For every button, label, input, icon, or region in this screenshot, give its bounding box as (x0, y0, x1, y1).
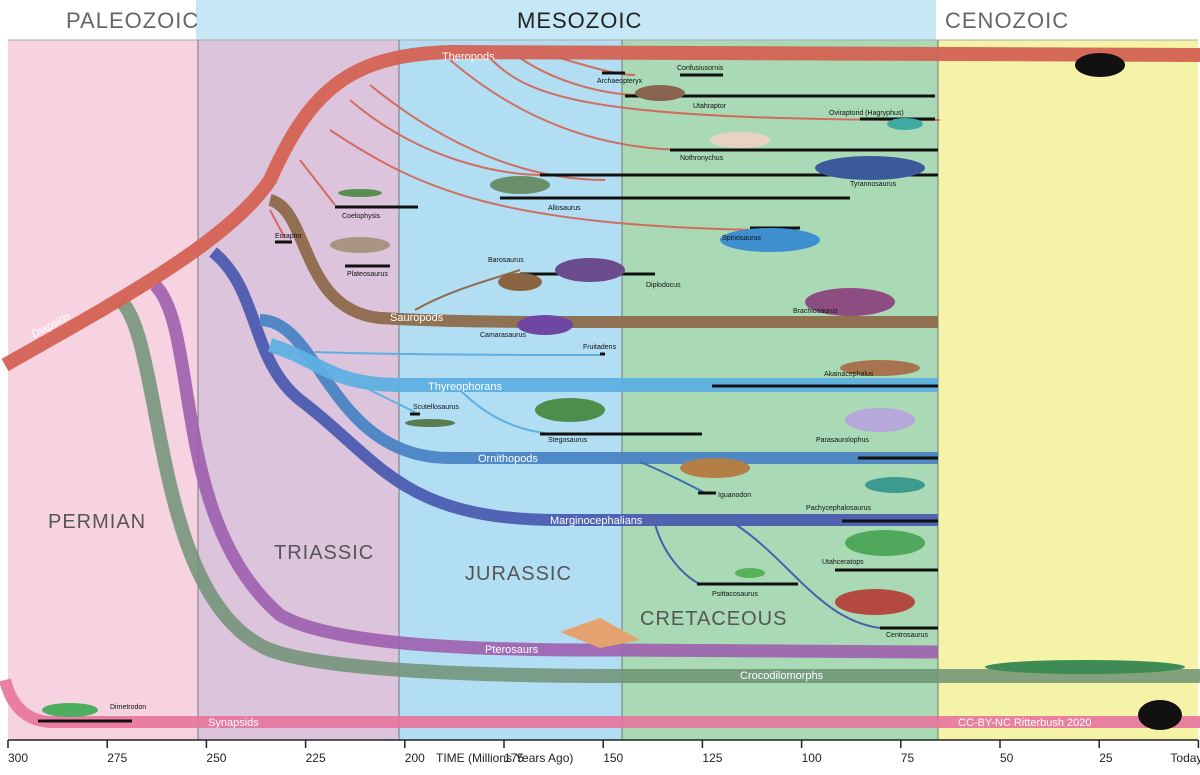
period-permian: PERMIAN (48, 511, 146, 533)
mesozoic-header-band (196, 0, 936, 40)
utahceratops-figure (845, 530, 925, 556)
species-brachiosaurus: Brachiosaurus (793, 308, 838, 315)
nothronychus-figure (710, 132, 770, 148)
period-jurassic: JURASSIC (465, 563, 572, 585)
axis-tick-label: 300 (8, 751, 28, 765)
species-pachycephalosaurus: Pachycephalosaurus (806, 505, 871, 512)
species-centrosaurus: Centrosaurus (886, 632, 929, 639)
era-mesozoic: MESOZOIC (517, 8, 642, 33)
species-psittacosaurus: Psittacosaurus (712, 591, 758, 598)
species-utahceratops: Utahceratops (822, 559, 864, 566)
axis-tick-label: 50 (1000, 751, 1014, 765)
species-confusiusornis: Confusiusornis (677, 65, 724, 72)
coelophysis-figure (338, 189, 382, 197)
label-crocodilomorphs: Crocodilomorphs (740, 670, 824, 682)
era-paleozoic: PALEOZOIC (66, 8, 199, 33)
label-synapsids: Synapsids (208, 717, 259, 729)
cenozoic-band (938, 40, 1198, 740)
crocodilomorphs-branch (114, 294, 1200, 683)
species-oviraptorid: Oviraptorid (Hagryphus) (829, 110, 904, 117)
dimetrodon-figure (42, 703, 98, 717)
period-triassic: TRIASSIC (274, 542, 374, 564)
label-sauropods: Sauropods (390, 312, 444, 324)
permian-band (8, 40, 198, 740)
label-pterosaurs: Pterosaurs (485, 644, 539, 656)
species-spinosaurus: Spinosaurus (722, 235, 761, 242)
species-dimetrodon: Dimetrodon (110, 704, 146, 711)
species-utahraptor: Utahraptor (693, 103, 727, 110)
species-barosaurus: Barosaurus (488, 257, 524, 264)
thyreophorans-branch (267, 338, 938, 392)
species-camarasaurus: Camarasaurus (480, 332, 526, 339)
axis-tick-label: 25 (1099, 751, 1113, 765)
brachiosaurus-figure (805, 288, 895, 316)
species-eoraptor: Eoraptor (275, 233, 303, 240)
magpie-figure (1075, 53, 1125, 77)
species-plateosaurus: Plateosaurus (347, 271, 388, 278)
axis-tick-label: 75 (901, 751, 915, 765)
label-marginocephalians: Marginocephalians (550, 515, 643, 527)
stegosaurus-figure (535, 398, 605, 422)
pterosaurs-branch (150, 280, 939, 659)
species-scutellosaurus: Scutellosaurus (413, 404, 459, 411)
species-archaeopteryx: Archaeopteryx (597, 78, 643, 85)
camarasaurus-figure (517, 315, 573, 335)
axis-tick-label: 150 (603, 751, 623, 765)
axis-tick-label: 275 (107, 751, 127, 765)
parasaurolophus-figure (845, 408, 915, 432)
axis-tick-label: 225 (306, 751, 326, 765)
species-fruitadens: Fruitadens (583, 344, 617, 351)
species-nothronychus: Nothronychus (680, 155, 724, 162)
spinosaurus-figure (720, 228, 820, 252)
species-diplodocus: Diplodocus (646, 282, 681, 289)
ornithopods-branch (259, 314, 938, 464)
period-cretaceous: CRETACEOUS (640, 608, 787, 630)
marginocephalians-branch (209, 247, 938, 526)
species-akainacephalus: Akainacephalus (824, 371, 874, 378)
crocodile-figure (985, 660, 1185, 674)
label-theropods: Theropods (442, 51, 495, 63)
species-iguanodon: Iguanodon (718, 492, 751, 499)
diplodocus-figure (555, 258, 625, 282)
species-parasaurolophus: Parasaurolophus (816, 437, 869, 444)
barosaurus-figure (498, 273, 542, 291)
pterosaur-figure (560, 618, 640, 648)
pachycephalosaurus-figure (865, 477, 925, 493)
akainacephalus-figure (840, 360, 920, 376)
species-allosaurus: Allosaurus (548, 205, 581, 212)
credit-text: CC-BY-NC Ritterbush 2020 (958, 717, 1091, 729)
centrosaurus-figure (835, 589, 915, 615)
allosaurus-figure (490, 176, 550, 194)
species-tyrannosaurus: Tyrannosaurus (850, 181, 897, 188)
animal-silhouettes (42, 53, 1185, 730)
psittacosaurus-figure (735, 568, 765, 578)
axis-tick-label: 200 (405, 751, 425, 765)
oviraptorid-figure (887, 118, 923, 130)
tyrannosaurus-figure (815, 156, 925, 180)
label-ornithopods: Ornithopods (478, 453, 538, 465)
theropods-branch (1, 44, 1200, 372)
species-stegosaurus: Stegosaurus (548, 437, 588, 444)
scutellosaurus-figure (405, 419, 455, 427)
cat-figure (1138, 700, 1182, 730)
era-cenozoic: CENOZOIC (945, 8, 1069, 33)
label-thyreophorans: Thyreophorans (428, 381, 502, 393)
species-coelophysis: Coelophysis (342, 213, 381, 220)
axis-tick-label: 250 (206, 751, 226, 765)
axis-tick-label: 100 (802, 751, 822, 765)
axis-title: TIME (Millions Years Ago) (436, 751, 573, 765)
plateosaurus-figure (330, 237, 390, 253)
iguanodon-figure (680, 458, 750, 478)
axis-tick-label: 175 (504, 751, 524, 765)
axis-tick-label: Today (1170, 751, 1200, 765)
utahraptor-figure (635, 85, 685, 101)
axis-tick-label: 125 (702, 751, 722, 765)
